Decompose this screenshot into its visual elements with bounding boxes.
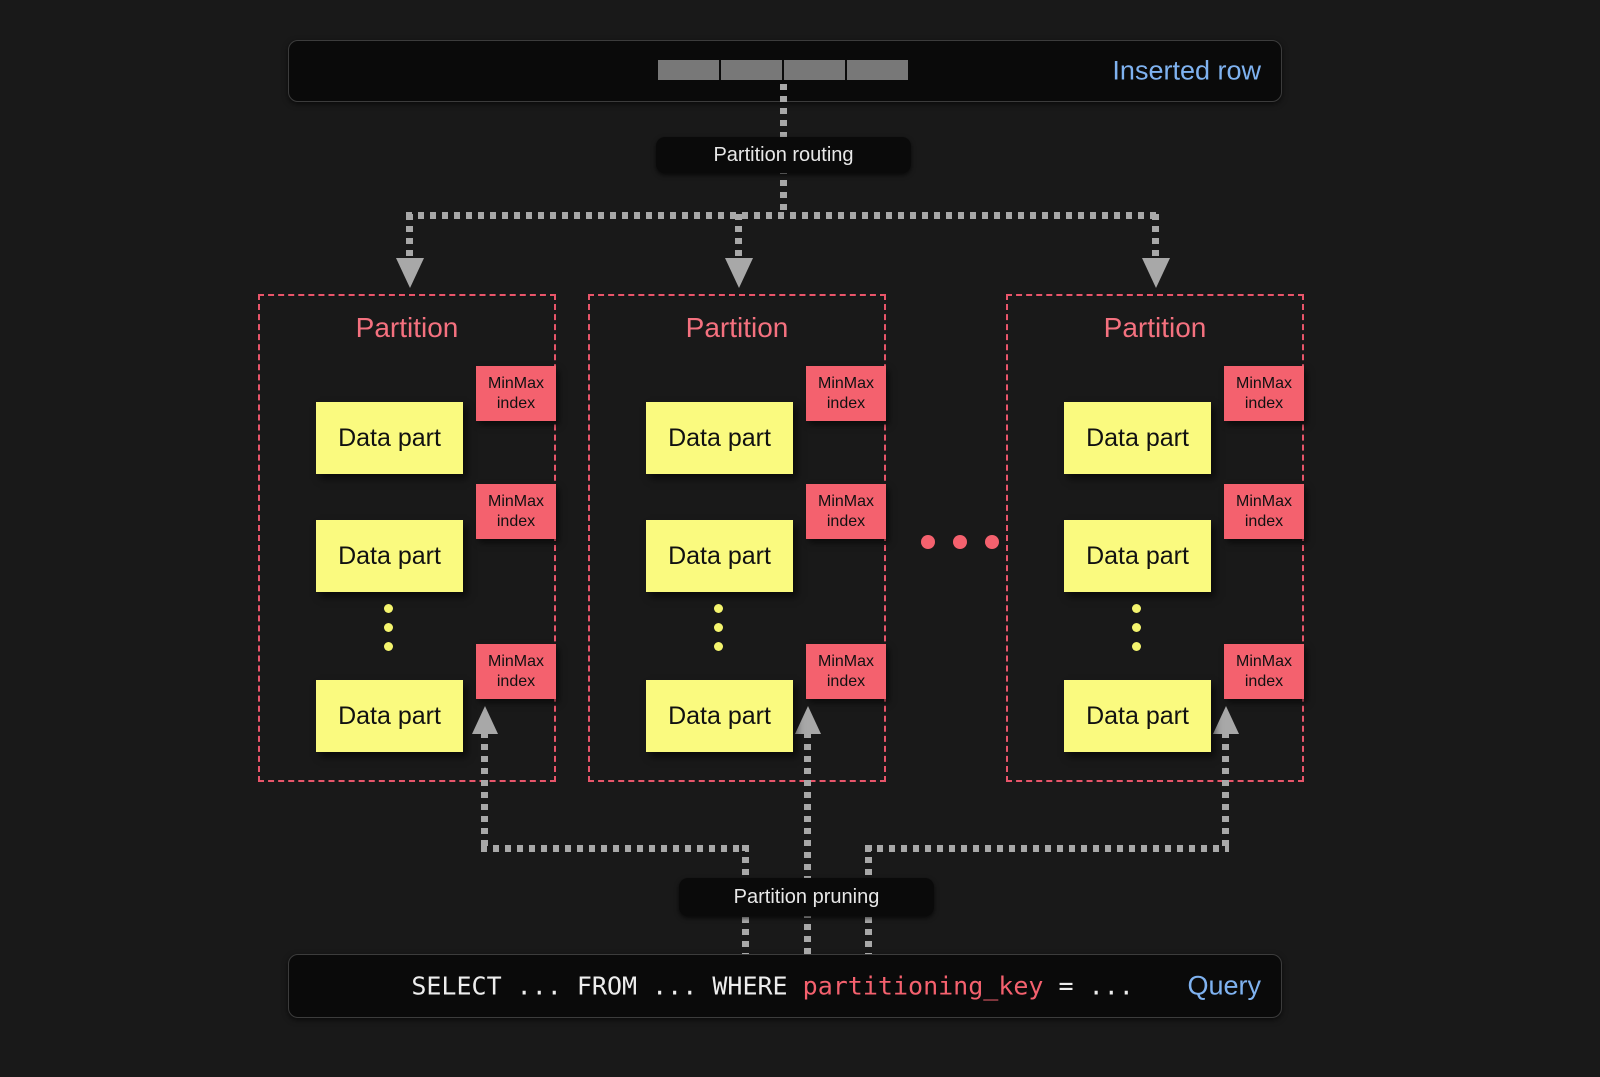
data-part-box: Data part <box>1064 402 1211 474</box>
ellipsis-dot <box>714 642 723 651</box>
minmax-index-box: MinMax index <box>476 484 556 539</box>
query-partitioning-key: partitioning_key <box>802 971 1044 1001</box>
minmax-index-box: MinMax index <box>476 644 556 699</box>
query-suffix: = ... <box>1043 971 1134 1001</box>
row-cell <box>784 60 845 80</box>
data-part-box: Data part <box>1064 680 1211 752</box>
minmax-index-box: MinMax index <box>806 366 886 421</box>
data-part-group: MinMax index Data part <box>646 484 886 596</box>
connector-routing-bus <box>406 212 1158 219</box>
arrow-up-partition-2 <box>795 706 821 734</box>
connector-pruning-up-3 <box>1222 732 1229 850</box>
minmax-line-1: MinMax <box>487 374 544 392</box>
minmax-index-box: MinMax index <box>806 644 886 699</box>
ellipsis-dot <box>985 535 999 549</box>
minmax-line-1: MinMax <box>817 492 874 510</box>
minmax-line-2: index <box>496 512 536 530</box>
query-label: Query <box>1187 970 1261 1001</box>
partition-routing-box: Partition routing <box>656 137 911 173</box>
data-parts-ellipsis <box>384 604 393 651</box>
ellipsis-dot <box>384 642 393 651</box>
minmax-line-2: index <box>1244 672 1284 690</box>
minmax-line-2: index <box>826 672 866 690</box>
ellipsis-dot <box>714 604 723 613</box>
minmax-line-2: index <box>1244 512 1284 530</box>
data-part-box: Data part <box>1064 520 1211 592</box>
minmax-index-box: MinMax index <box>476 366 556 421</box>
data-part-box: Data part <box>316 520 463 592</box>
query-sql-text: SELECT ... FROM ... WHERE partitioning_k… <box>321 943 1134 1030</box>
data-part-group: MinMax index Data part <box>646 366 886 478</box>
inserted-row-cells <box>658 60 908 80</box>
data-part-box: Data part <box>646 520 793 592</box>
connector-pruning-up-2 <box>804 732 811 954</box>
partition-title: Partition <box>685 312 789 343</box>
inserted-row-label: Inserted row <box>1112 55 1261 86</box>
partition-routing-label: Partition routing <box>713 143 854 166</box>
partition-pruning-box: Partition pruning <box>679 878 934 916</box>
minmax-line-1: MinMax <box>1235 374 1292 392</box>
row-cell <box>847 60 908 80</box>
minmax-line-1: MinMax <box>1235 652 1292 670</box>
data-part-group: MinMax index Data part <box>316 366 556 478</box>
data-part-group: MinMax index Data part <box>1064 366 1304 478</box>
minmax-index-box: MinMax index <box>1224 484 1304 539</box>
connector-pruning-up-1 <box>481 732 488 850</box>
minmax-index-box: MinMax index <box>806 484 886 539</box>
data-part-group: MinMax index Data part <box>646 644 886 756</box>
minmax-line-1: MinMax <box>487 492 544 510</box>
partition-box-1: Partition MinMax index Data part MinMax … <box>258 294 556 782</box>
arrow-down-partition-3 <box>1142 258 1170 288</box>
data-part-box: Data part <box>316 680 463 752</box>
minmax-line-2: index <box>1244 394 1284 412</box>
ellipsis-dot <box>1132 604 1141 613</box>
minmax-index-box: MinMax index <box>1224 366 1304 421</box>
arrow-down-partition-2 <box>725 258 753 288</box>
data-part-box: Data part <box>316 402 463 474</box>
minmax-index-box: MinMax index <box>1224 644 1304 699</box>
row-cell <box>658 60 719 80</box>
ellipsis-dot <box>384 604 393 613</box>
ellipsis-dot <box>1132 623 1141 632</box>
query-bar: SELECT ... FROM ... WHERE partitioning_k… <box>288 954 1282 1018</box>
query-prefix: SELECT ... FROM ... WHERE <box>411 971 803 1001</box>
minmax-line-2: index <box>496 394 536 412</box>
connector-routing-drop-1 <box>406 214 413 262</box>
minmax-line-2: index <box>826 512 866 530</box>
partition-box-3: Partition MinMax index Data part MinMax … <box>1006 294 1304 782</box>
arrow-down-partition-1 <box>396 258 424 288</box>
row-cell <box>721 60 782 80</box>
minmax-line-2: index <box>826 394 866 412</box>
connector-pruning-join-left <box>481 845 749 852</box>
partition-title: Partition <box>355 312 459 343</box>
ellipsis-dot <box>921 535 935 549</box>
ellipsis-dot <box>953 535 967 549</box>
data-part-group: MinMax index Data part <box>316 644 556 756</box>
connector-routing-drop-2 <box>735 214 742 262</box>
data-part-box: Data part <box>646 402 793 474</box>
data-part-group: MinMax index Data part <box>316 484 556 596</box>
minmax-line-1: MinMax <box>817 374 874 392</box>
data-part-box: Data part <box>646 680 793 752</box>
partitions-ellipsis <box>921 535 999 549</box>
arrow-up-partition-3 <box>1213 706 1239 734</box>
partition-box-2: Partition MinMax index Data part MinMax … <box>588 294 886 782</box>
minmax-line-1: MinMax <box>817 652 874 670</box>
minmax-line-1: MinMax <box>1235 492 1292 510</box>
data-parts-ellipsis <box>1132 604 1141 651</box>
ellipsis-dot <box>1132 642 1141 651</box>
data-part-group: MinMax index Data part <box>1064 484 1304 596</box>
connector-pruning-join-right <box>865 845 1229 852</box>
data-parts-ellipsis <box>714 604 723 651</box>
data-part-group: MinMax index Data part <box>1064 644 1304 756</box>
connector-routing-drop-3 <box>1152 214 1159 262</box>
ellipsis-dot <box>384 623 393 632</box>
minmax-line-1: MinMax <box>487 652 544 670</box>
ellipsis-dot <box>714 623 723 632</box>
arrow-up-partition-1 <box>472 706 498 734</box>
partition-pruning-label: Partition pruning <box>733 885 880 908</box>
minmax-line-2: index <box>496 672 536 690</box>
partition-title: Partition <box>1103 312 1207 343</box>
